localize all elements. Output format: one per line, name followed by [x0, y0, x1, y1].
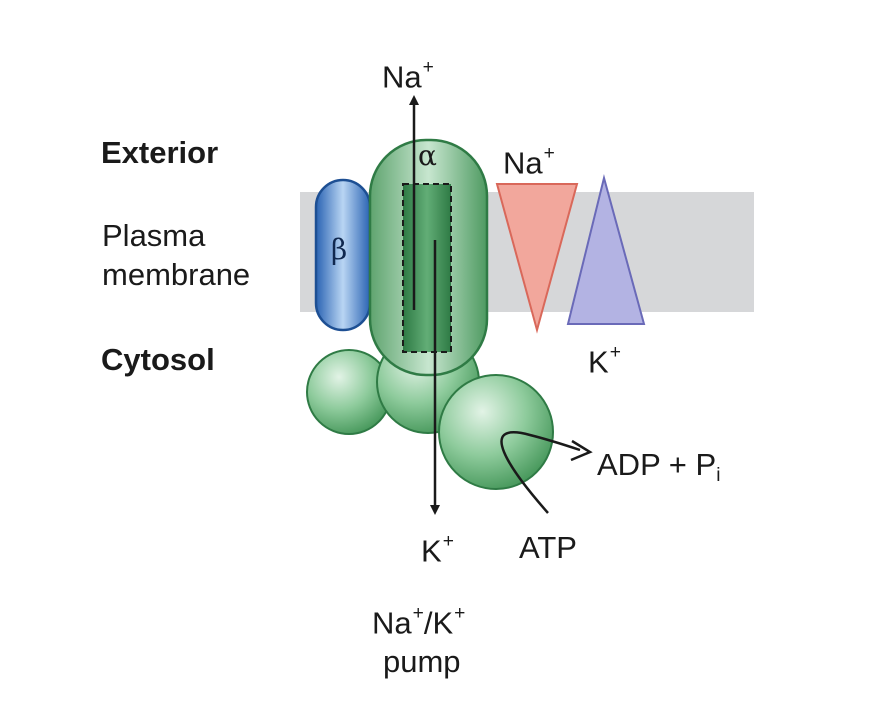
caption-sodium: Na — [372, 605, 412, 641]
sodium-gradient-label: Na+ — [503, 143, 555, 181]
caption-charge-na: + — [412, 603, 424, 624]
potassium-symbol: K — [421, 533, 442, 569]
charge-symbol: + — [609, 342, 621, 363]
nucleotide-binding-domain — [438, 374, 554, 490]
atp-label: ATP — [519, 530, 577, 565]
plasma-membrane-label-line2: membrane — [102, 257, 251, 292]
pump-caption-line2: pump — [383, 644, 461, 679]
adp-pi-text: ADP + P — [597, 447, 717, 482]
atp-arrow-head — [570, 439, 593, 462]
charge-symbol: + — [422, 57, 434, 78]
atp-hydrolysis-arrow — [500, 431, 581, 514]
sodium-symbol: Na — [503, 145, 543, 181]
pi-subscript: i — [716, 464, 721, 486]
sodium-symbol: Na — [382, 59, 422, 95]
plasma-membrane-label-line1: Plasma — [102, 218, 206, 253]
exterior-label: Exterior — [101, 135, 219, 170]
alpha-subunit-label: α — [418, 139, 437, 172]
potassium-symbol: K — [588, 344, 609, 380]
caption-potassium: /K — [423, 605, 454, 641]
sodium-gradient-triangle — [495, 183, 579, 334]
caption-charge-k: + — [454, 603, 466, 624]
potassium-influx-label: K+ — [421, 531, 454, 569]
cytosol-label: Cytosol — [101, 342, 215, 377]
potassium-gradient-triangle — [566, 174, 646, 325]
adp-pi-label: ADP + Pi — [597, 449, 720, 485]
charge-symbol: + — [543, 143, 555, 164]
potassium-gradient-label: K+ — [588, 342, 621, 380]
pump-caption-line1: Na+/K+ — [372, 603, 466, 641]
beta-subunit-label: β — [331, 233, 348, 266]
ion-channel — [402, 183, 452, 353]
sodium-efflux-label: Na+ — [382, 57, 434, 95]
charge-symbol: + — [442, 531, 454, 552]
